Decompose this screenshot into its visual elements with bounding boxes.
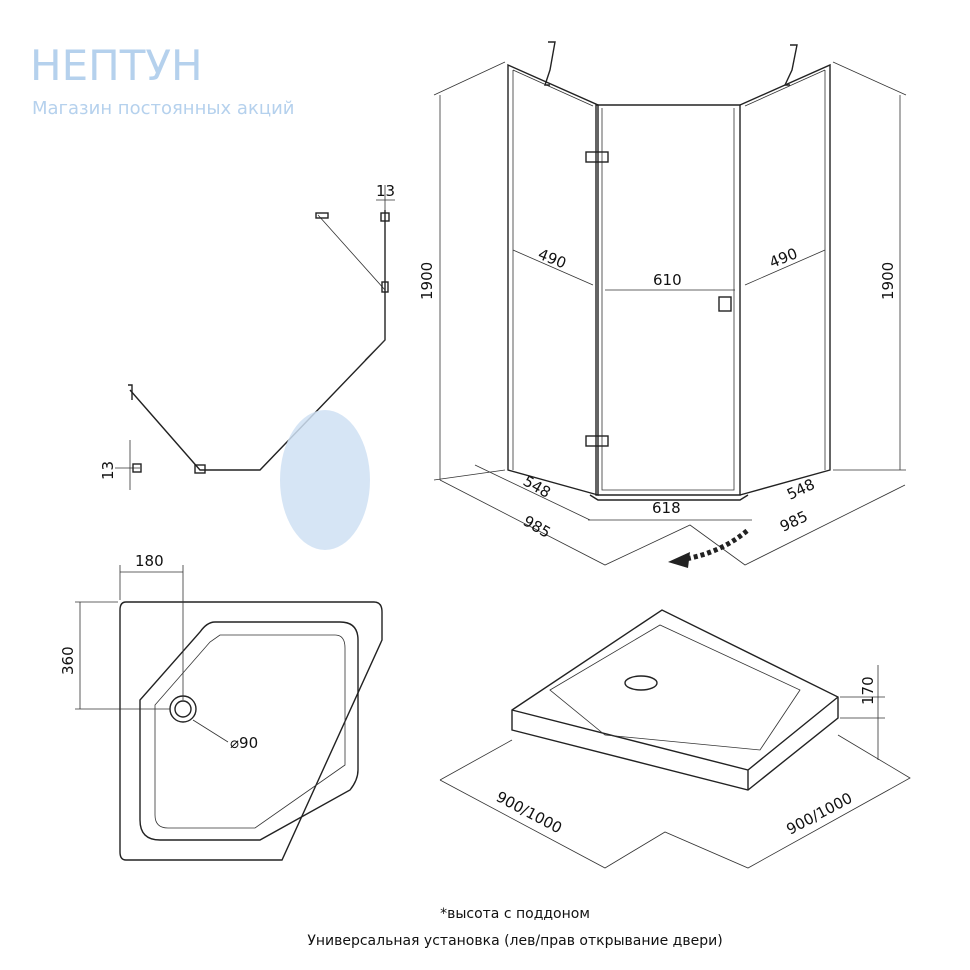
panel-left-width-label: 490 [536,245,569,272]
tray-3d-view: 170 900/1000 900/1000 [439,609,911,869]
base-right-985-label: 985 [777,507,811,535]
wall-bracket-left-icon [544,41,556,86]
tray-side-left-label: 900/1000 [493,788,565,838]
wall-bracket-right-icon [783,44,798,86]
door-base-label: 618 [652,499,681,517]
hinge-top-icon [585,151,609,163]
enclosure-plan-view: 13 13 [99,182,395,490]
drain-diameter-label: ⌀90 [230,734,258,752]
door-width-label: 610 [653,271,682,289]
base-left-985-label: 985 [520,512,554,542]
height-right-label: 1900 [879,262,897,300]
tray-height-label: 170 [859,676,877,705]
tray-drain-icon [624,675,658,691]
tray-plan-view: 180 360 ⌀90 [59,552,383,861]
door-handle-icon [718,296,732,312]
base-right-548-label: 548 [784,475,818,503]
tray-side-right-label: 900/1000 [783,789,855,839]
drain-offset-x-label: 180 [135,552,164,570]
panel-right-width-label: 490 [767,244,800,271]
wall-gap-left-label: 13 [99,461,117,480]
height-left-label: 1900 [418,262,436,300]
base-left-548-label: 548 [520,472,554,502]
wall-gap-top-label: 13 [376,182,395,200]
install-note: Универсальная установка (лев/прав открыв… [307,933,722,949]
height-note: *высота с поддоном [440,906,590,922]
watermark-tagline: Магазин постоянных акций [32,98,295,119]
door-swing-arrow-icon [679,528,750,563]
watermark: НЕПТУН Магазин постоянных акций [30,41,370,550]
hinge-bottom-icon [585,435,609,447]
drain-offset-y-label: 360 [59,646,77,675]
neptune-logo-icon [280,410,370,550]
shower-enclosure-front-view: 1900 1900 490 490 610 548 985 548 985 61… [418,41,907,568]
watermark-brand: НЕПТУН [30,41,203,90]
